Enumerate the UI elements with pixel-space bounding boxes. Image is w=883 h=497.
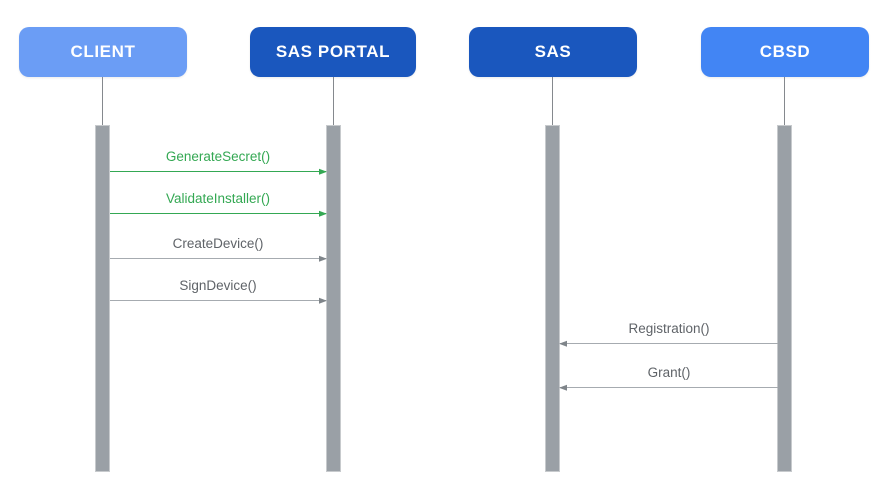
lifeline-client — [102, 77, 103, 125]
actor-box-client: CLIENT — [19, 27, 187, 77]
activation-bar-cbsd — [777, 125, 792, 472]
actor-label-sas: SAS — [534, 42, 572, 61]
arrow-right-icon — [319, 297, 327, 304]
message-label: SignDevice() — [179, 278, 257, 293]
message-grant: Grant() — [559, 362, 778, 391]
lifeline-sas — [552, 77, 553, 125]
activation-bar-sas — [545, 125, 560, 472]
message-arrow-line — [110, 168, 327, 175]
message-label: Grant() — [647, 365, 691, 380]
arrow-right-icon — [319, 210, 327, 217]
actor-label-sas-portal: SAS PORTAL — [275, 42, 391, 61]
message-arrow-line — [110, 255, 327, 262]
actor-box-cbsd: CBSD — [701, 27, 869, 77]
arrow-left-icon — [559, 340, 567, 347]
arrow-right-icon — [319, 255, 327, 262]
actor-box-sas: SAS — [469, 27, 637, 77]
lifeline-cbsd — [784, 77, 785, 125]
activation-bar-sas-portal — [326, 125, 341, 472]
message-arrow-line — [559, 340, 778, 347]
actor-box-sas-portal: SAS PORTAL — [250, 27, 416, 77]
message-label: GenerateSecret() — [165, 149, 271, 164]
message-arrow-line — [110, 210, 327, 217]
message-label: Registration() — [628, 321, 710, 336]
message-registration: Registration() — [559, 318, 778, 347]
message-create-device: CreateDevice() — [110, 233, 327, 262]
arrow-right-icon — [319, 168, 327, 175]
actor-label-cbsd: CBSD — [759, 42, 811, 61]
message-generate-secret: GenerateSecret() — [110, 146, 327, 175]
message-sign-device: SignDevice() — [110, 275, 327, 304]
activation-bar-client — [95, 125, 110, 472]
lifeline-sas-portal — [333, 77, 334, 125]
arrow-left-icon — [559, 384, 567, 391]
message-arrow-line — [559, 384, 778, 391]
message-label: CreateDevice() — [172, 236, 264, 251]
message-validate-installer: ValidateInstaller() — [110, 188, 327, 217]
message-label: ValidateInstaller() — [165, 191, 271, 206]
message-arrow-line — [110, 297, 327, 304]
actor-label-client: CLIENT — [70, 42, 136, 61]
